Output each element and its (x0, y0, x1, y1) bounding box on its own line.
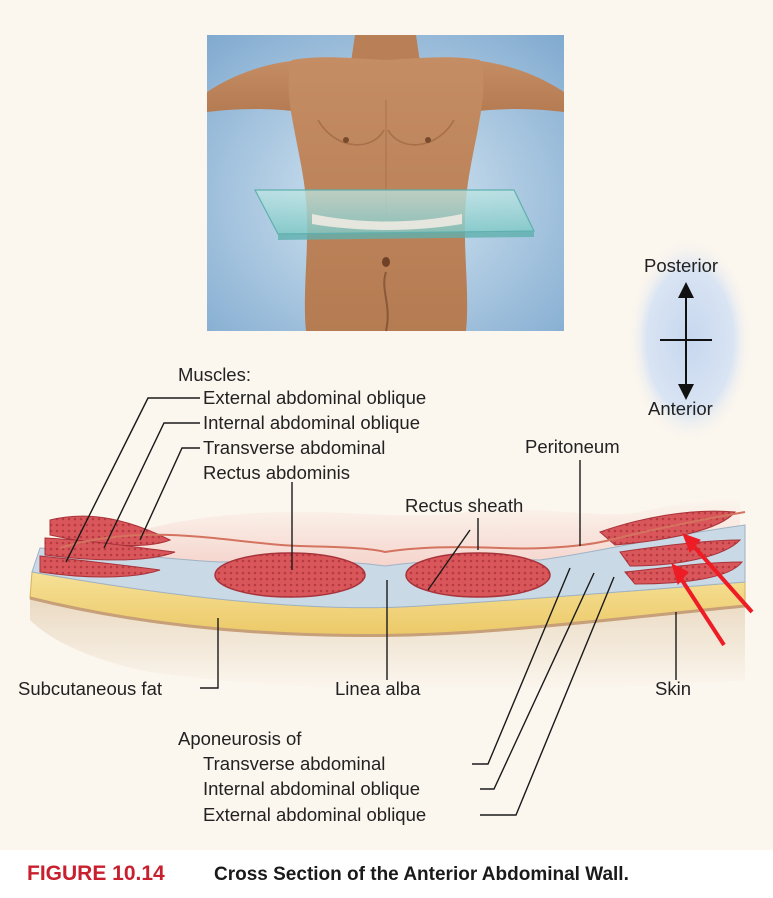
label-subcutaneous-fat: Subcutaneous fat (18, 678, 162, 699)
label-apo-external-oblique: External abdominal oblique (203, 804, 427, 825)
label-external-oblique: External abdominal oblique (203, 387, 427, 408)
cross-section (29, 499, 746, 691)
label-rectus-abdominis: Rectus abdominis (203, 462, 351, 483)
label-apo-internal-oblique: Internal abdominal oblique (203, 778, 421, 799)
aponeurosis-heading: Aponeurosis of (178, 728, 302, 749)
label-rectus-sheath: Rectus sheath (405, 495, 524, 516)
red-annotation-arrows (671, 533, 754, 647)
label-posterior: Posterior (644, 255, 719, 276)
label-apo-transverse: Transverse abdominal (203, 753, 386, 774)
label-transverse: Transverse abdominal (203, 437, 386, 458)
orientation-arrows (660, 282, 712, 400)
figure-number: FIGURE 10.14 (27, 862, 165, 885)
leader-lines (65, 397, 677, 816)
label-peritoneum: Peritoneum (525, 436, 620, 457)
label-linea-alba: Linea alba (335, 678, 421, 699)
figure-caption: FIGURE 10.14 Cross Section of the Anteri… (0, 850, 773, 898)
muscles-heading: Muscles: (178, 364, 251, 385)
torso-image (207, 35, 564, 332)
label-anterior: Anterior (648, 398, 713, 419)
label-skin: Skin (655, 678, 691, 699)
figure-title: Cross Section of the Anterior Abdominal … (214, 864, 629, 885)
label-internal-oblique: Internal abdominal oblique (203, 412, 421, 433)
